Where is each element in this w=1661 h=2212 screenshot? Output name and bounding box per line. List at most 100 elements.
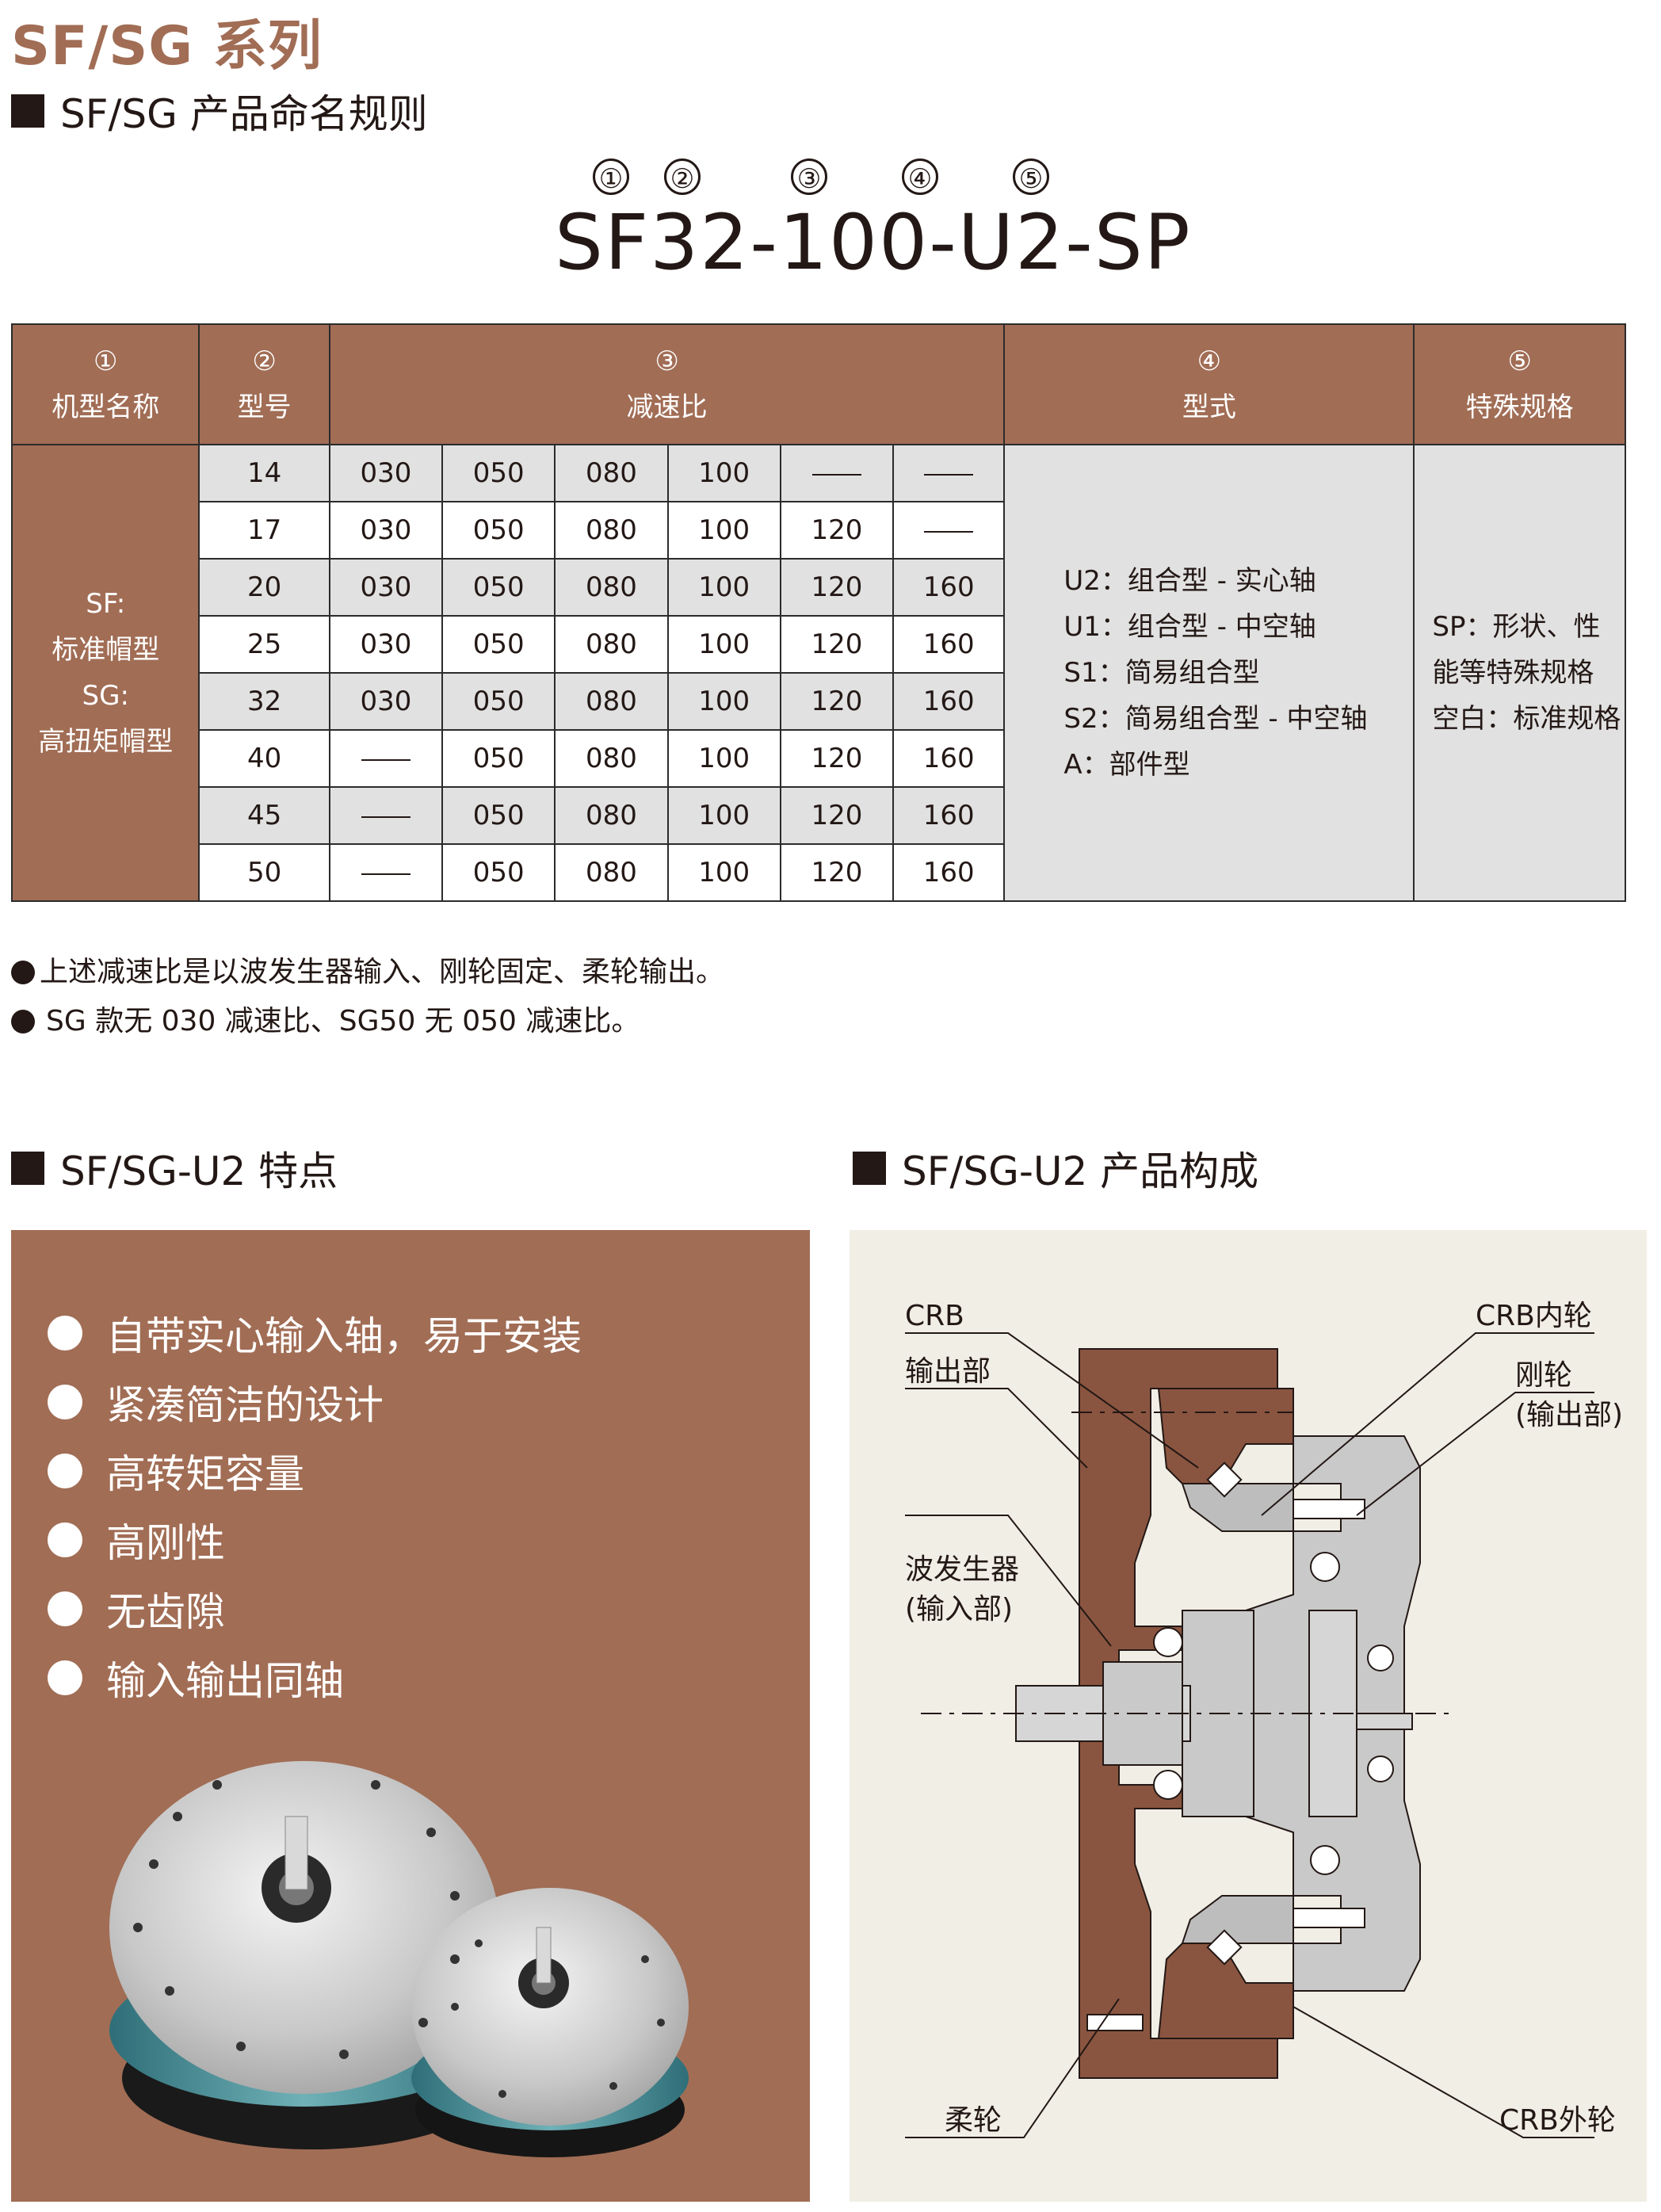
ratio-cell: 120 xyxy=(779,615,895,674)
ratio-cell: 120 xyxy=(779,729,895,788)
ratio-cell: 080 xyxy=(554,444,669,502)
section-square-icon xyxy=(11,1152,44,1185)
ratio-cell: 160 xyxy=(892,672,1006,731)
ratio-cell: 030 xyxy=(328,558,444,617)
bearing-ball-icon xyxy=(1153,1770,1183,1800)
ratio-cell: 160 xyxy=(892,558,1006,617)
ratio-cell: 120 xyxy=(779,558,895,617)
bullet-icon xyxy=(48,1522,82,1557)
ratio-cell: 160 xyxy=(892,786,1006,845)
note-item: 上述减速比是以波发生器输入、刚轮固定、柔轮输出。 xyxy=(11,948,724,997)
ratio-cell: 160 xyxy=(892,615,1006,674)
bearing-ball-icon xyxy=(1367,1645,1394,1671)
ratio-cell: 030 xyxy=(328,444,444,502)
section-square-icon xyxy=(11,94,44,128)
label-circular-spline: 刚轮 xyxy=(1515,1359,1572,1392)
ratio-cell: 080 xyxy=(554,501,669,560)
label-circular-spline-sub: (输出部) xyxy=(1515,1399,1623,1431)
ratio-cell: 120 xyxy=(779,786,895,845)
bullet-icon xyxy=(48,1453,82,1488)
ratio-cell-empty xyxy=(892,501,1006,560)
bolt-icon xyxy=(1086,2014,1144,2031)
crb-lower xyxy=(1157,1943,1294,2039)
section-composition-heading: SF/SG-U2 产品构成 xyxy=(853,1140,1258,1197)
ratio-cell: 050 xyxy=(441,786,556,845)
feature-item: 无齿隙 xyxy=(48,1574,582,1643)
section-naming-heading: SF/SG 产品命名规则 xyxy=(11,82,428,139)
cross-section-drawing: CRB CRB内轮 输出部 刚轮 (输出部) 波发生器 (输入部) 柔轮 CRB… xyxy=(905,1300,1623,2138)
label-flexspline: 柔轮 xyxy=(945,2104,1002,2137)
ratio-cell: 080 xyxy=(554,729,669,788)
code-marker-3: ③ xyxy=(791,159,827,195)
ratio-cell-empty xyxy=(328,843,444,902)
ratio-cell: 080 xyxy=(554,615,669,674)
label-crb: CRB xyxy=(905,1300,964,1332)
ratio-cell: 030 xyxy=(328,672,444,731)
bolt-icon xyxy=(1293,1908,1365,1928)
crb-roller-icon xyxy=(1206,1929,1243,1966)
ratio-cell: 050 xyxy=(441,615,556,674)
ratio-cell-empty xyxy=(779,444,895,502)
code-marker-2: ② xyxy=(664,159,701,195)
label-wave-generator-sub: (输入部) xyxy=(905,1593,1013,1626)
ratio-cell: 100 xyxy=(666,672,781,731)
composition-diagram: CRB CRB内轮 输出部 刚轮 (输出部) 波发生器 (输入部) 柔轮 CRB… xyxy=(850,1230,1647,2202)
ratio-cell-empty xyxy=(328,786,444,845)
bolt-icon xyxy=(1293,1499,1365,1519)
ratio-cell: 050 xyxy=(441,729,556,788)
bullet-icon xyxy=(11,961,35,984)
special-cell: SP：形状、性能等特殊规格空白：标准规格 xyxy=(1413,444,1626,902)
model-cell: 17 xyxy=(198,501,330,560)
code-marker-1: ① xyxy=(593,159,629,195)
model-code-text: SF32-100-U2-SP xyxy=(555,198,1192,287)
crb-upper xyxy=(1157,1388,1294,1484)
page-title: SF/SG 系列 xyxy=(11,15,323,78)
note-item: SG 款无 030 减速比、SG50 无 050 减速比。 xyxy=(11,997,724,1046)
label-wave-generator: 波发生器 xyxy=(905,1553,1019,1586)
large-unit-face xyxy=(109,1761,499,2094)
section-composition-title: SF/SG-U2 产品构成 xyxy=(902,1148,1259,1194)
bullet-icon xyxy=(11,1010,35,1033)
ratio-cell: 100 xyxy=(666,615,781,674)
feature-item: 高刚性 xyxy=(48,1505,582,1574)
bullet-icon xyxy=(48,1591,82,1626)
bearing-ball-icon xyxy=(1310,1845,1340,1875)
ratio-cell: 050 xyxy=(441,672,556,731)
ratio-cell: 050 xyxy=(441,501,556,560)
model-code: ① ② ③ ④ ⑤ SF32-100-U2-SP xyxy=(555,159,1190,293)
feature-item: 紧凑简洁的设计 xyxy=(48,1367,582,1436)
bearing-ball-icon xyxy=(1367,1755,1394,1782)
section-features-heading: SF/SG-U2 特点 xyxy=(11,1140,338,1197)
bullet-icon xyxy=(48,1660,82,1695)
ratio-cell: 120 xyxy=(779,501,895,560)
label-output: 输出部 xyxy=(905,1355,991,1388)
section-naming-title: SF/SG 产品命名规则 xyxy=(60,91,428,137)
model-cell: 14 xyxy=(198,444,330,502)
features-panel: 自带实心输入轴，易于安装紧凑简洁的设计高转矩容量高刚性无齿隙输入输出同轴 xyxy=(11,1230,810,2202)
ratio-cell: 100 xyxy=(666,729,781,788)
ratio-cell-empty xyxy=(328,729,444,788)
notes: 上述减速比是以波发生器输入、刚轮固定、柔轮输出。 SG 款无 030 减速比、S… xyxy=(11,948,724,1046)
ratio-cell: 160 xyxy=(892,729,1006,788)
feature-item: 输入输出同轴 xyxy=(48,1643,582,1712)
ratio-cell: 120 xyxy=(779,843,895,902)
ratio-cell: 100 xyxy=(666,558,781,617)
ratio-cell: 080 xyxy=(554,786,669,845)
crb-inner-lower xyxy=(1181,1895,1294,1944)
bearing-ball-icon xyxy=(1310,1552,1340,1582)
model-cell: 40 xyxy=(198,729,330,788)
bearing-ball-icon xyxy=(1153,1627,1183,1657)
ratio-cell: 100 xyxy=(666,786,781,845)
feature-item: 高转矩容量 xyxy=(48,1436,582,1505)
